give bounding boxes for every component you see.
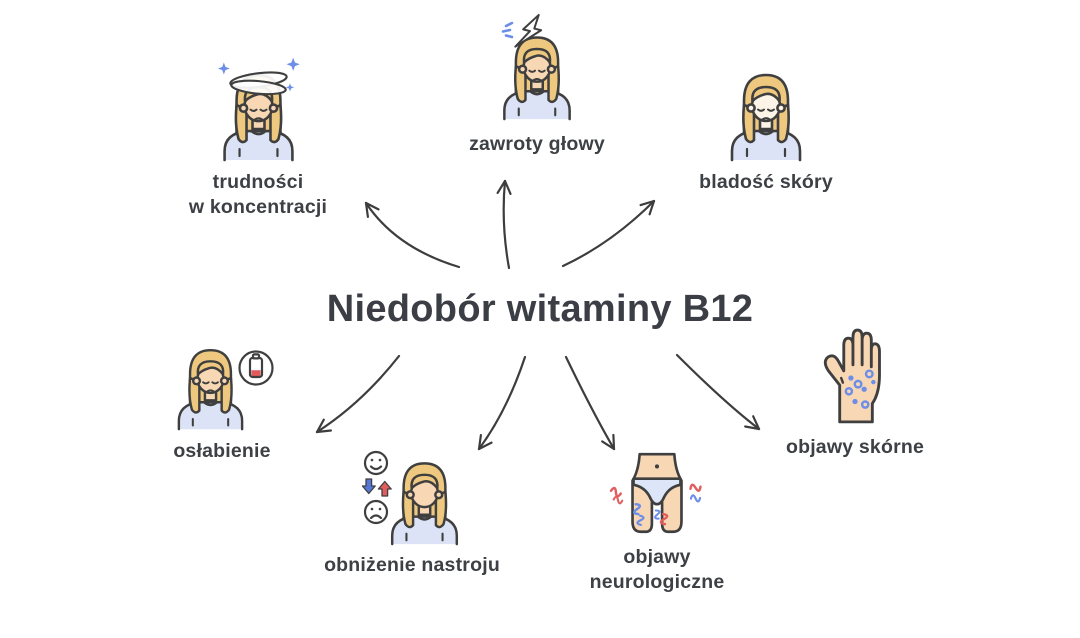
low-battery-woman-icon — [177, 348, 274, 431]
symptom-label: trudności w koncentracji — [188, 171, 328, 218]
symptom-node-low-mood: obniżenie nastroju — [302, 448, 522, 578]
symptom-label: objawy neurologiczne — [589, 546, 725, 593]
dizzy-woman-icon — [217, 58, 300, 162]
symptom-node-neurological: objawy neurologiczne — [547, 450, 767, 595]
symptom-label: obniżenie nastroju — [324, 554, 500, 576]
page-title: Niedobór witaminy B12 — [326, 288, 754, 330]
symptom-node-pale-skin: bladość skóry — [656, 63, 876, 195]
symptom-label: objawy skórne — [785, 436, 925, 458]
arrowhead-line — [612, 433, 616, 451]
arrowhead-line — [496, 179, 507, 194]
symptom-node-skin: objawy skórne — [745, 326, 965, 460]
arrowhead-line — [648, 199, 656, 216]
arrowhead-line — [601, 440, 616, 451]
symptom-node-weakness: osłabienie — [112, 332, 332, 464]
symptom-node-dizziness: zawroty głowy — [427, 13, 647, 157]
arrowhead-line — [503, 179, 512, 195]
arrow-to-neurological — [564, 355, 616, 451]
spotted-hand-icon — [823, 328, 881, 424]
tingling-legs-icon — [608, 452, 703, 534]
symptom-label: osłabienie — [173, 440, 271, 462]
arrowhead-line — [477, 434, 482, 451]
arrow-to-concentration — [364, 201, 461, 269]
pale-woman-icon — [730, 73, 802, 162]
headache-woman-icon — [501, 13, 571, 121]
symptom-label: bladość skóry — [699, 171, 833, 193]
symptom-label: zawroty głowy — [469, 133, 605, 155]
arrow-to-pale-skin — [561, 199, 656, 268]
arrow-to-dizziness — [502, 179, 511, 270]
mood-faces-woman-icon — [362, 450, 459, 546]
arrowhead-line — [639, 199, 656, 207]
arrow-to-low-mood — [477, 355, 527, 451]
symptom-node-concentration: trudności w koncentracji — [148, 58, 368, 220]
